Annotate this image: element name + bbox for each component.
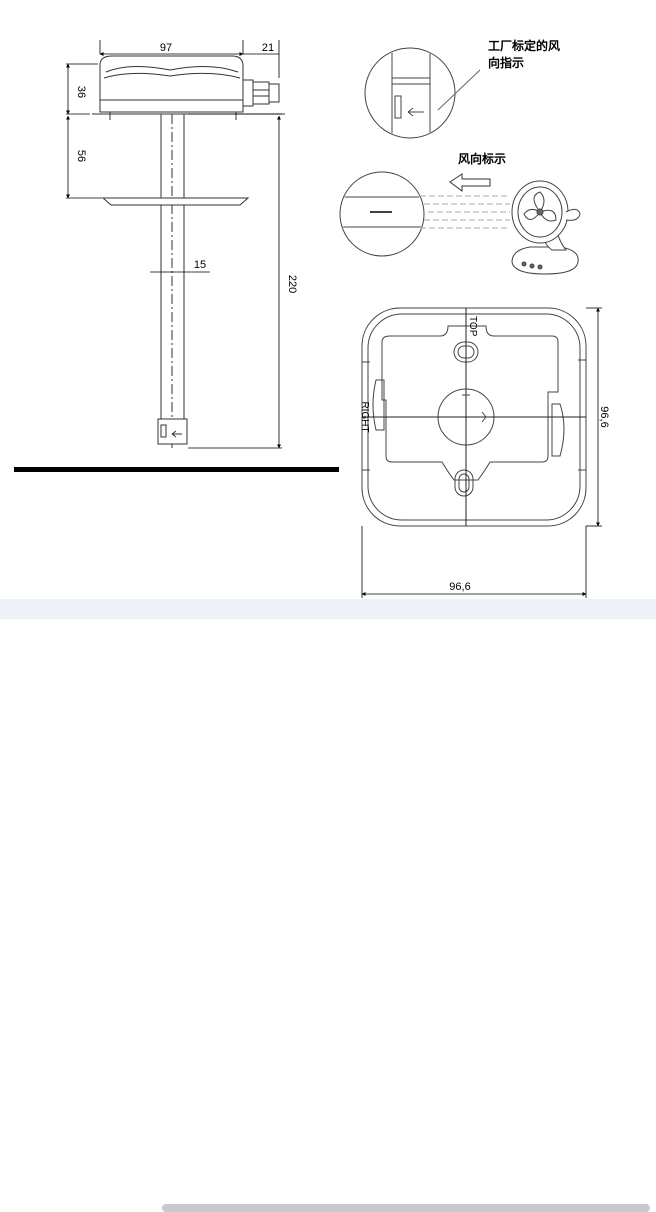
dim-flange-offset-label: 56 [75,150,87,162]
bracket-height-label: 96,6 [598,406,610,427]
dim-probe-dia-label: 15 [194,259,206,271]
dim-total-length-label: 220 [286,275,298,293]
dim-gland-label: 21 [262,42,274,54]
airflow-arrow-icon [449,173,491,192]
sensor-side-view [92,55,285,448]
dim-width-label: 97 [160,42,172,54]
scrollbar-thumb[interactable] [162,1204,650,1212]
calibration-note-line2: 向指示 [488,55,524,70]
airflow-detail [339,171,425,257]
airflow-note-label: 风向标示 [458,151,506,166]
technical-drawing: 97 21 36 56 15 220 工厂标定的风 向指示 风向标示 [14,38,610,598]
mounting-flange [101,197,250,206]
calibration-detail [364,47,481,139]
sensor-housing [99,55,244,113]
divider-bar [14,467,339,472]
mounting-bracket [361,307,587,527]
cable-gland [242,79,280,107]
fan-icon [511,180,581,275]
wind-lines [420,195,510,229]
bracket-top-label: TOP [467,316,478,337]
calibration-note-line1: 工厂标定的风 [488,38,560,53]
dim-head-height-label: 36 [75,86,87,98]
bracket-width-label: 96,6 [449,581,470,593]
horizontal-scrollbar[interactable] [0,599,656,1212]
bracket-right-label: RIGHT [359,401,370,432]
